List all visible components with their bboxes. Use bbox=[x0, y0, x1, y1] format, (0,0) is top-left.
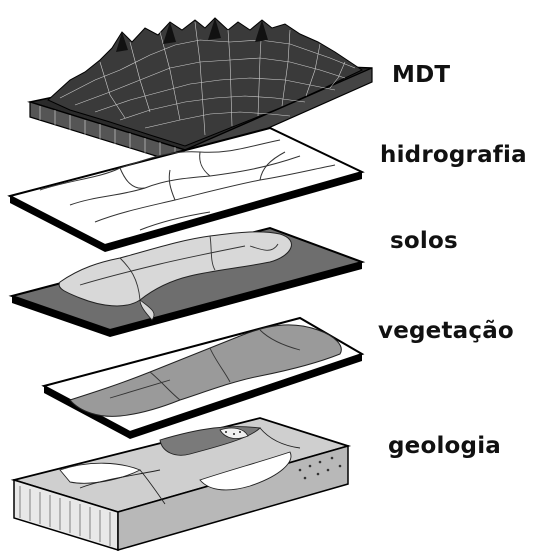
label-mdt: MDT bbox=[392, 62, 450, 88]
layer-vegetacao bbox=[44, 318, 362, 439]
label-solos: solos bbox=[390, 228, 458, 254]
label-hidrografia: hidrografia bbox=[380, 142, 527, 168]
layer-geologia bbox=[14, 418, 348, 550]
label-vegetacao: vegetação bbox=[378, 318, 514, 344]
label-geologia: geologia bbox=[388, 433, 501, 459]
layer-mdt bbox=[30, 18, 372, 165]
layer-solos bbox=[12, 228, 362, 337]
